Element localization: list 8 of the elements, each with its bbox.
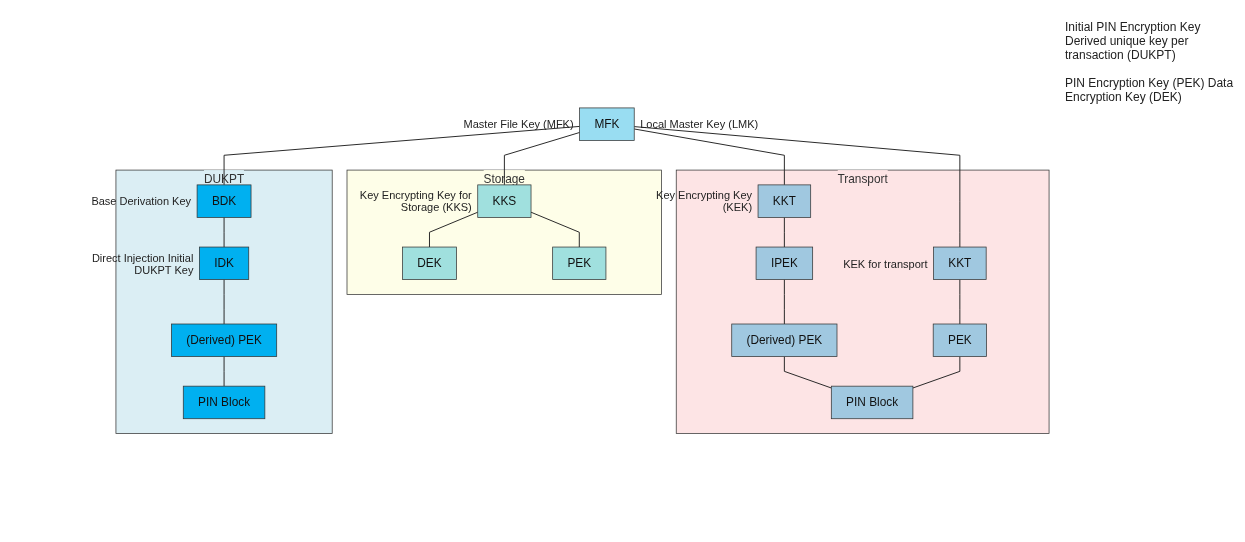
note-text: Initial PIN Encryption Key Derived unique key per transaction (DUKPT) bbox=[1065, 20, 1202, 62]
key-description: Direct Injection Initial DUKPT Key bbox=[90, 251, 194, 276]
key-description: Key Encrypting Key for Storage (KKS) bbox=[358, 189, 472, 214]
key-description: KEK for transport bbox=[843, 257, 928, 270]
note-text: PIN Encryption Key (PEK) Data Encryption Key (DEK) bbox=[1065, 76, 1235, 104]
key-description: Master File Key (MFK) bbox=[463, 118, 574, 131]
key-description: Base Derivation Key bbox=[91, 195, 192, 208]
key-description: Local Master Key (LMK) bbox=[640, 118, 759, 131]
